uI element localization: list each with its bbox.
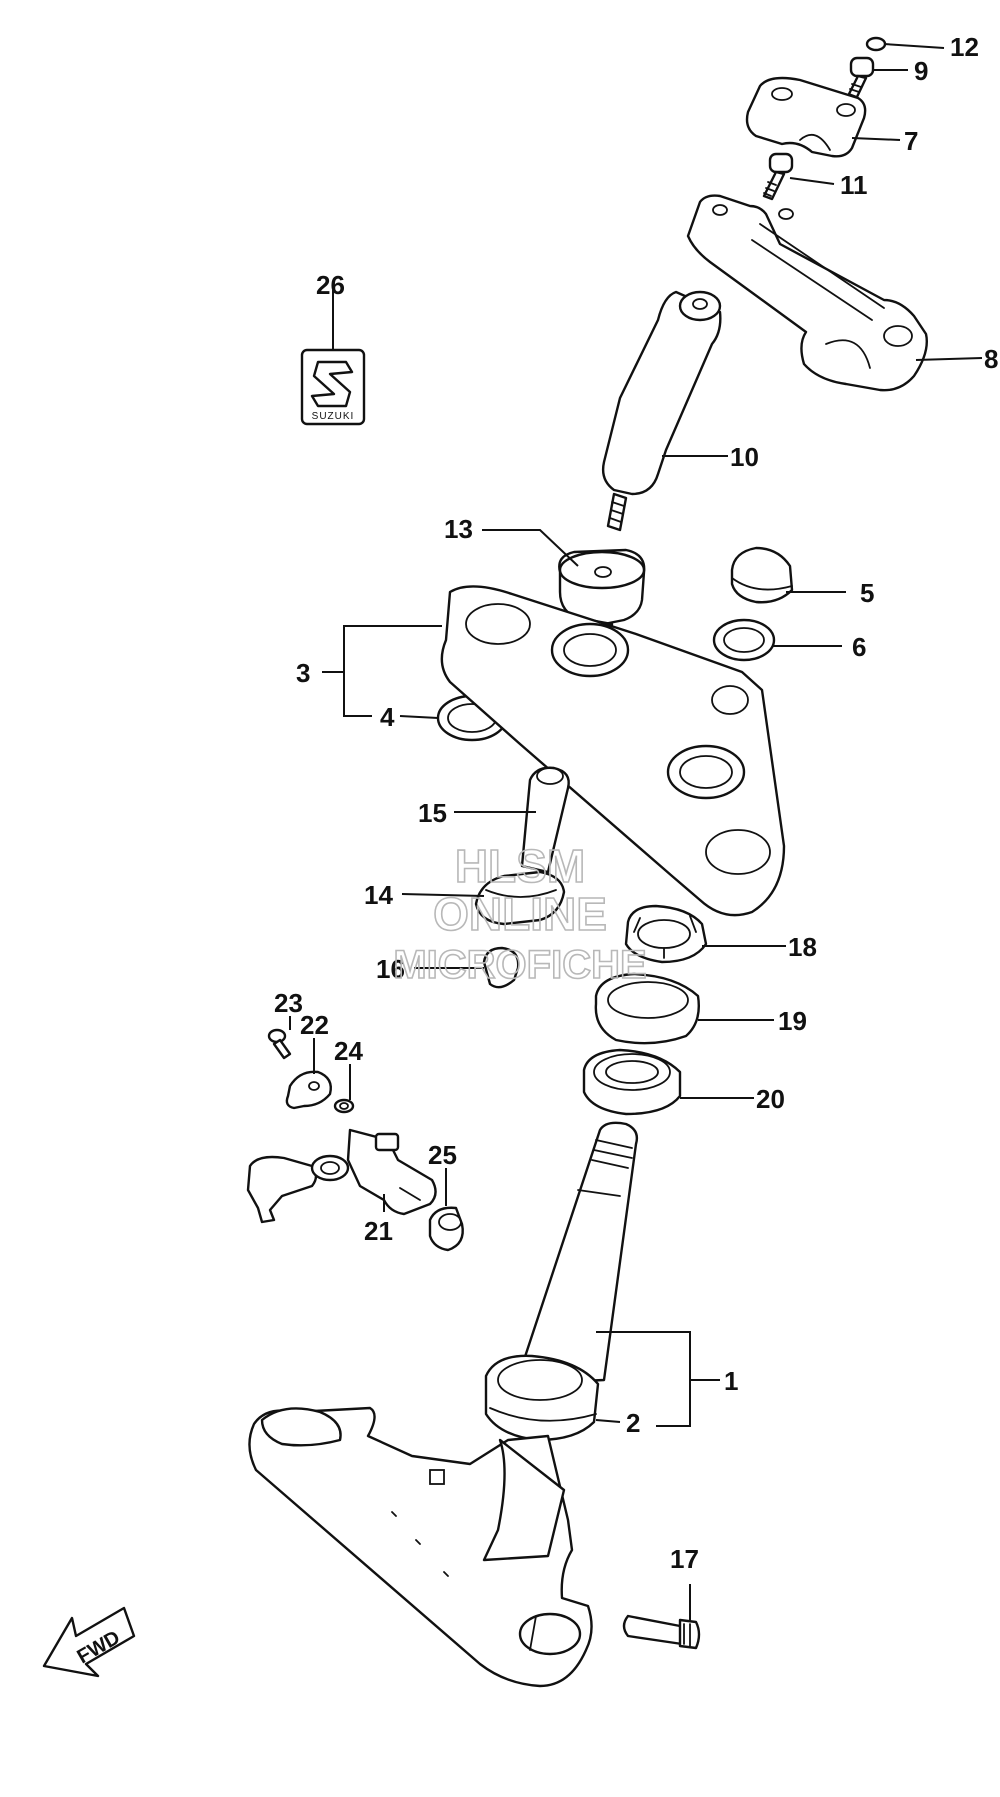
suzuki-s-icon: [310, 360, 354, 408]
part-24-washer: [333, 1098, 355, 1114]
part-25-grommet: [428, 1206, 464, 1252]
part-lower-bracket: [248, 1406, 593, 1688]
part-23-screw: [267, 1028, 292, 1060]
callout-1: 1: [724, 1366, 738, 1396]
leader-lines: [289, 43, 983, 1622]
part-10-handlebar: [601, 290, 722, 532]
fwd-indicator: FWD: [42, 1606, 136, 1678]
callout-23: 23: [274, 988, 303, 1018]
forward-arrow-icon: [42, 1606, 136, 1678]
callout-25: 25: [428, 1140, 457, 1170]
callout-26: 26: [316, 270, 345, 300]
part-22-cover: [285, 1070, 332, 1110]
part-21-steering-lock: [246, 1128, 437, 1224]
callout-8: 8: [984, 344, 998, 374]
callout-12: 12: [950, 32, 979, 62]
callout-6: 6: [852, 632, 866, 662]
part-12-cap: [865, 36, 887, 52]
callout-2: 2: [626, 1408, 640, 1438]
callout-15: 15: [418, 798, 447, 828]
callout-13: 13: [444, 514, 473, 544]
callout-17: 17: [670, 1544, 699, 1574]
callout-21: 21: [364, 1216, 393, 1246]
watermark-line-2: ONLINE: [433, 888, 607, 940]
part-6-washer: [712, 618, 776, 662]
callout-11: 11: [840, 170, 868, 200]
callout-18: 18: [788, 932, 817, 962]
part-1-steering-stem: [514, 1121, 639, 1386]
callout-16: 16: [376, 954, 405, 984]
part-20-bearing: [582, 1048, 682, 1116]
callout-22: 22: [300, 1010, 329, 1040]
emblem-brand-text: SUZUKI: [312, 411, 355, 422]
callout-7: 7: [904, 126, 918, 156]
callout-20: 20: [756, 1084, 785, 1114]
part-19-dust-seal: [594, 972, 700, 1045]
callout-5: 5: [860, 578, 874, 608]
callout-4: 4: [380, 702, 395, 732]
part-2-lower-bearing: [484, 1354, 600, 1442]
callout-19: 19: [778, 1006, 807, 1036]
part-16-grommet: [482, 946, 520, 989]
part-9-bolt: [846, 56, 875, 101]
part-8-lower-holder: [686, 194, 928, 392]
callout-labels: 12 9 7 11 8 26 10 13 5 6 3 4 15 14 18 16…: [274, 32, 998, 1574]
callout-3: 3: [296, 658, 310, 688]
part-7-upper-holder: [745, 76, 867, 158]
part-3-upper-bracket: [440, 585, 786, 917]
watermark-line-3: MICROFICHE: [393, 943, 646, 987]
part-17-bolt: [622, 1614, 701, 1650]
part-13-cushion: [558, 548, 646, 642]
part-14-retainer: [474, 870, 566, 926]
part-11-bolt: [762, 152, 794, 201]
callout-10: 10: [730, 442, 759, 472]
part-26-emblem: SUZUKI: [300, 348, 366, 426]
watermark: HLSM ONLINE MICROFICHE: [393, 839, 648, 988]
watermark-line-1: HLSM: [455, 840, 585, 892]
callout-14: 14: [364, 880, 393, 910]
callout-9: 9: [914, 56, 928, 86]
part-5-cap-nut: [730, 546, 794, 604]
part-15-pin: [520, 766, 570, 874]
part-18-steering-nut: [624, 904, 708, 964]
callout-24: 24: [334, 1036, 363, 1066]
